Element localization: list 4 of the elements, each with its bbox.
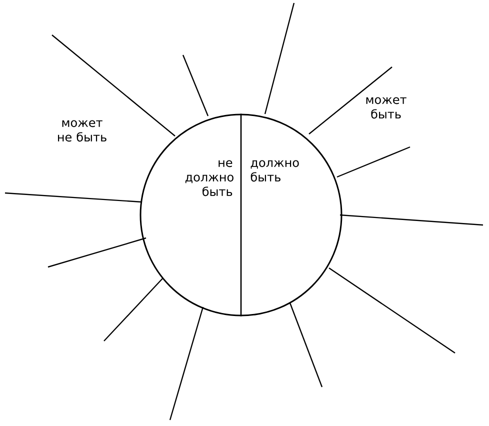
circle-text: должно быть <box>250 160 299 182</box>
circle-text: не должно быть <box>185 160 234 196</box>
label-text: может быть <box>366 97 406 119</box>
label-text: может не быть <box>58 120 106 142</box>
